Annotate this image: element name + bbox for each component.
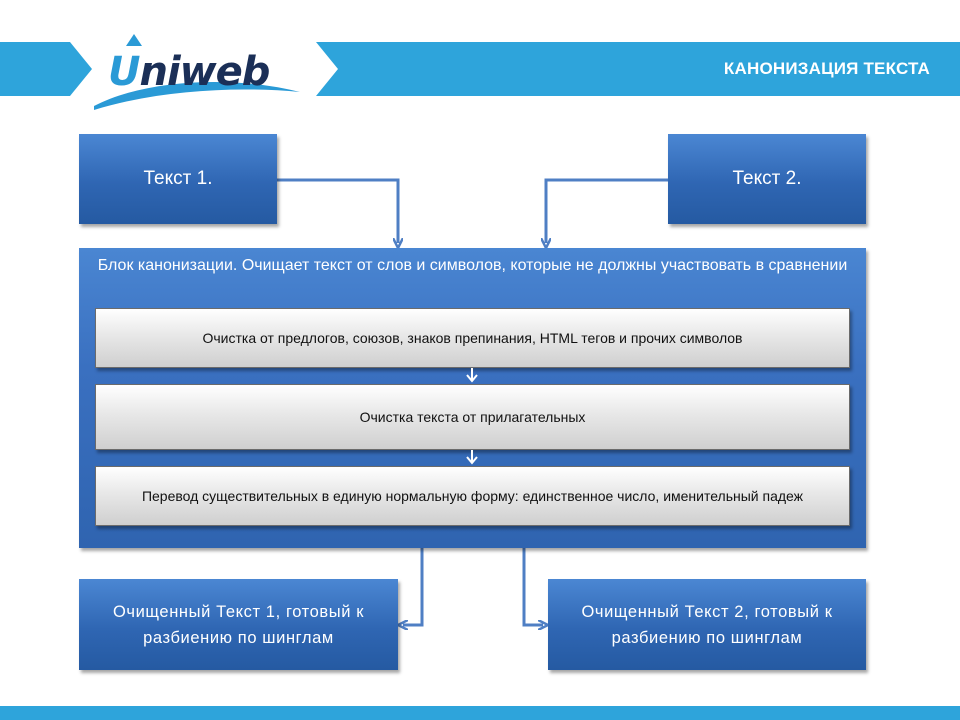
header-band xyxy=(0,42,960,96)
logo-letter-u: U xyxy=(108,49,141,95)
connector-text2-to-block xyxy=(546,178,668,243)
canonization-block: Блок канонизации. Очищает текст от слов … xyxy=(79,248,866,548)
step-normalize-nouns: Перевод существительных в единую нормаль… xyxy=(95,466,850,526)
output-cleaned2-box: Очищенный Текст 2, готовый к разбиению п… xyxy=(548,579,866,670)
output-cleaned1-label: Очищенный Текст 1, готовый к разбиению п… xyxy=(112,602,365,647)
step-1-text: Очистка от предлогов, союзов, знаков пре… xyxy=(202,330,743,346)
connector-text1-to-block xyxy=(277,178,398,243)
step-arrow-1-icon xyxy=(466,368,478,383)
header-band-shape xyxy=(0,42,960,96)
step-remove-adjectives: Очистка текста от прилагательных xyxy=(95,384,850,450)
slide-title: КАНОНИЗАЦИЯ ТЕКСТА xyxy=(723,59,930,78)
connector-block-to-cleaned1 xyxy=(403,548,424,625)
connector-block-to-cleaned2 xyxy=(522,548,543,625)
logo-swoosh-icon xyxy=(94,34,300,110)
input-text2-box: Текст 2. xyxy=(668,134,866,224)
logo-letters-rest: niweb xyxy=(139,49,270,95)
logo-text: Uniweb xyxy=(108,49,270,95)
step-2-text: Очистка текста от прилагательных xyxy=(359,409,586,425)
logo: Uniweb xyxy=(88,28,306,112)
output-cleaned1-box: Очищенный Текст 1, готовый к разбиению п… xyxy=(79,579,398,670)
input-text1-label: Текст 1. xyxy=(143,168,213,189)
output-cleaned2-label: Очищенный Текст 2, готовый к разбиению п… xyxy=(581,602,833,647)
input-text2-label: Текст 2. xyxy=(732,168,802,189)
step-arrow-2-icon xyxy=(466,450,478,465)
step-3-text: Перевод существительных в единую нормаль… xyxy=(141,488,804,504)
step-remove-stopwords: Очистка от предлогов, союзов, знаков пре… xyxy=(95,308,850,368)
input-text1-box: Текст 1. xyxy=(79,134,277,224)
canonization-caption: Блок канонизации. Очищает текст от слов … xyxy=(97,257,848,274)
footer-band xyxy=(0,706,960,720)
